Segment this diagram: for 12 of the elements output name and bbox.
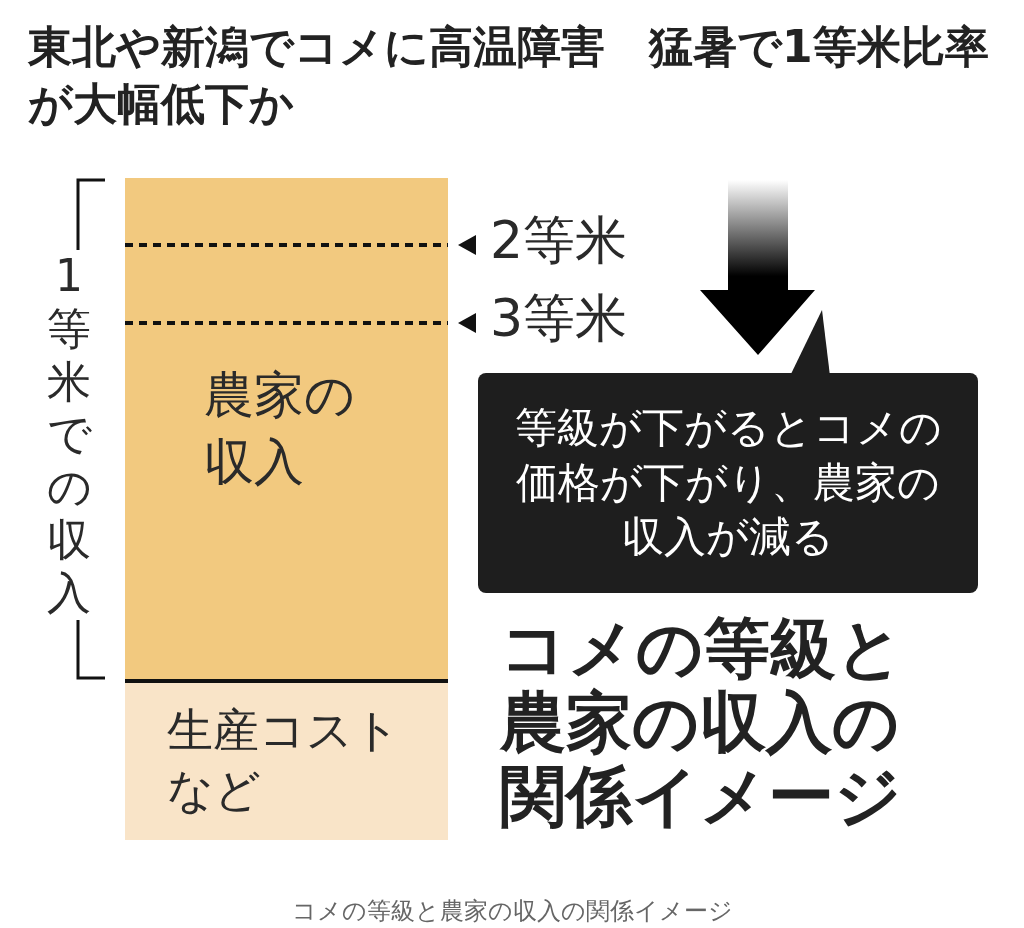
bracket-label: 1等米での収入 <box>47 250 91 620</box>
title: 東北や新潟でコメに高温障害 猛暑で1等米比率が大幅低下か <box>28 20 990 132</box>
callout-box <box>478 373 978 593</box>
node-text: 等級が下がるとコメの価格が下がり、農家の収入が減る <box>513 402 943 564</box>
node-text: 農家の収入 <box>204 364 356 493</box>
grade-label: 2等米 <box>490 214 628 266</box>
chart-heading: コメの等級と農家の収入の関係イメージ <box>500 612 905 834</box>
caption: コメの等級と農家の収入の関係イメージ <box>290 896 734 927</box>
node-text: 生産コストなど <box>166 702 401 819</box>
grade-label: 3等米 <box>490 292 628 344</box>
bar-segment <box>125 682 448 840</box>
bar-segment <box>125 178 448 680</box>
